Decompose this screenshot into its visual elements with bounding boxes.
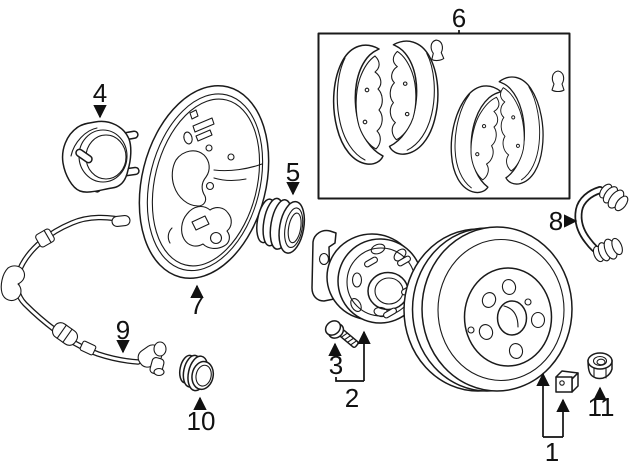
callout-11-label: 11	[588, 392, 615, 422]
callout-9-label: 9	[116, 315, 130, 345]
callout-11: 11	[588, 386, 615, 422]
callout-7-label: 7	[190, 290, 204, 320]
grease-cap-part10	[178, 354, 215, 392]
callout-8-label: 8	[549, 206, 563, 236]
callout-2: 2	[335, 330, 371, 413]
callout-6-label: 6	[452, 3, 466, 33]
abs-sensor-connector	[137, 341, 167, 377]
bolt-part3	[324, 320, 359, 349]
callout-6: 6	[452, 3, 466, 34]
callout-5-label: 5	[286, 157, 300, 187]
shoe-hold-down-clip	[551, 70, 565, 93]
callout-3: 3	[328, 342, 343, 380]
callout-7: 7	[190, 284, 204, 320]
nut-part11	[587, 352, 613, 380]
hub-flange-part4	[61, 120, 140, 193]
brake-hose-part8	[574, 183, 629, 263]
weight-block-part1	[555, 370, 579, 393]
shoe-set-box-part6	[317, 32, 571, 200]
callout-1-label: 1	[545, 437, 559, 467]
callout-2-label: 2	[345, 383, 359, 413]
brake-drum-part1	[403, 226, 573, 392]
abs-harness-part9	[0, 214, 167, 377]
callout-8: 8	[549, 206, 578, 236]
callout-1: 1	[536, 372, 570, 467]
callout-4: 4	[93, 78, 107, 119]
callout-4-label: 4	[93, 78, 107, 108]
callout-10: 10	[187, 396, 216, 436]
callout-3-label: 3	[329, 350, 343, 380]
callout-5: 5	[286, 157, 300, 196]
callout-9: 9	[116, 315, 130, 354]
backing-plate-part7	[138, 84, 270, 280]
callout-10-label: 10	[187, 406, 216, 436]
bearing-part5	[256, 197, 306, 254]
